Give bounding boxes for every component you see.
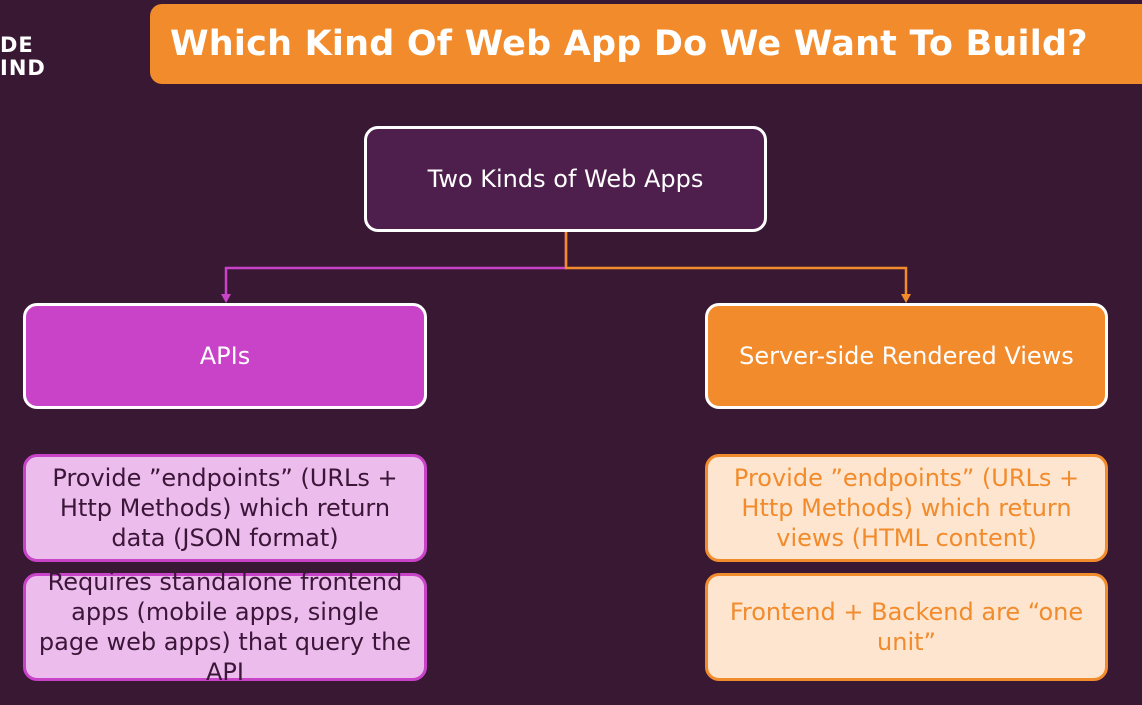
ssr-detail-unit: Frontend + Backend are “one unit” — [705, 573, 1108, 681]
root-node: Two Kinds of Web Apps — [364, 126, 767, 232]
apis-detail-endpoints: Provide ”endpoints” (URLs + Http Methods… — [23, 454, 427, 562]
apis-node-label: APIs — [199, 342, 251, 370]
ssr-detail-unit-text: Frontend + Backend are “one unit” — [729, 598, 1084, 656]
connector-to-apis — [224, 232, 568, 294]
arrowhead-apis — [221, 294, 231, 303]
title-banner: Which Kind Of Web App Do We Want To Buil… — [150, 4, 1142, 84]
apis-detail-frontend-text: Requires standalone frontend apps (mobil… — [38, 568, 412, 686]
ssr-node: Server-side Rendered Views — [705, 303, 1108, 409]
apis-detail-endpoints-text: Provide ”endpoints” (URLs + Http Methods… — [52, 464, 398, 552]
slide-title: Which Kind Of Web App Do We Want To Buil… — [170, 24, 1088, 64]
ssr-detail-endpoints: Provide ”endpoints” (URLs + Http Methods… — [705, 454, 1108, 562]
apis-node: APIs — [23, 303, 427, 409]
apis-detail-frontend: Requires standalone frontend apps (mobil… — [23, 568, 427, 686]
root-node-label: Two Kinds of Web Apps — [427, 165, 704, 193]
logo-line-1: DE — [0, 33, 34, 57]
logo-line-2: IND — [0, 56, 46, 80]
brand-logo: DE IND — [0, 34, 46, 80]
connector-to-ssr — [564, 232, 908, 294]
ssr-node-label: Server-side Rendered Views — [739, 342, 1074, 370]
ssr-detail-endpoints-text: Provide ”endpoints” (URLs + Http Methods… — [733, 464, 1080, 552]
arrowhead-ssr — [901, 294, 911, 303]
